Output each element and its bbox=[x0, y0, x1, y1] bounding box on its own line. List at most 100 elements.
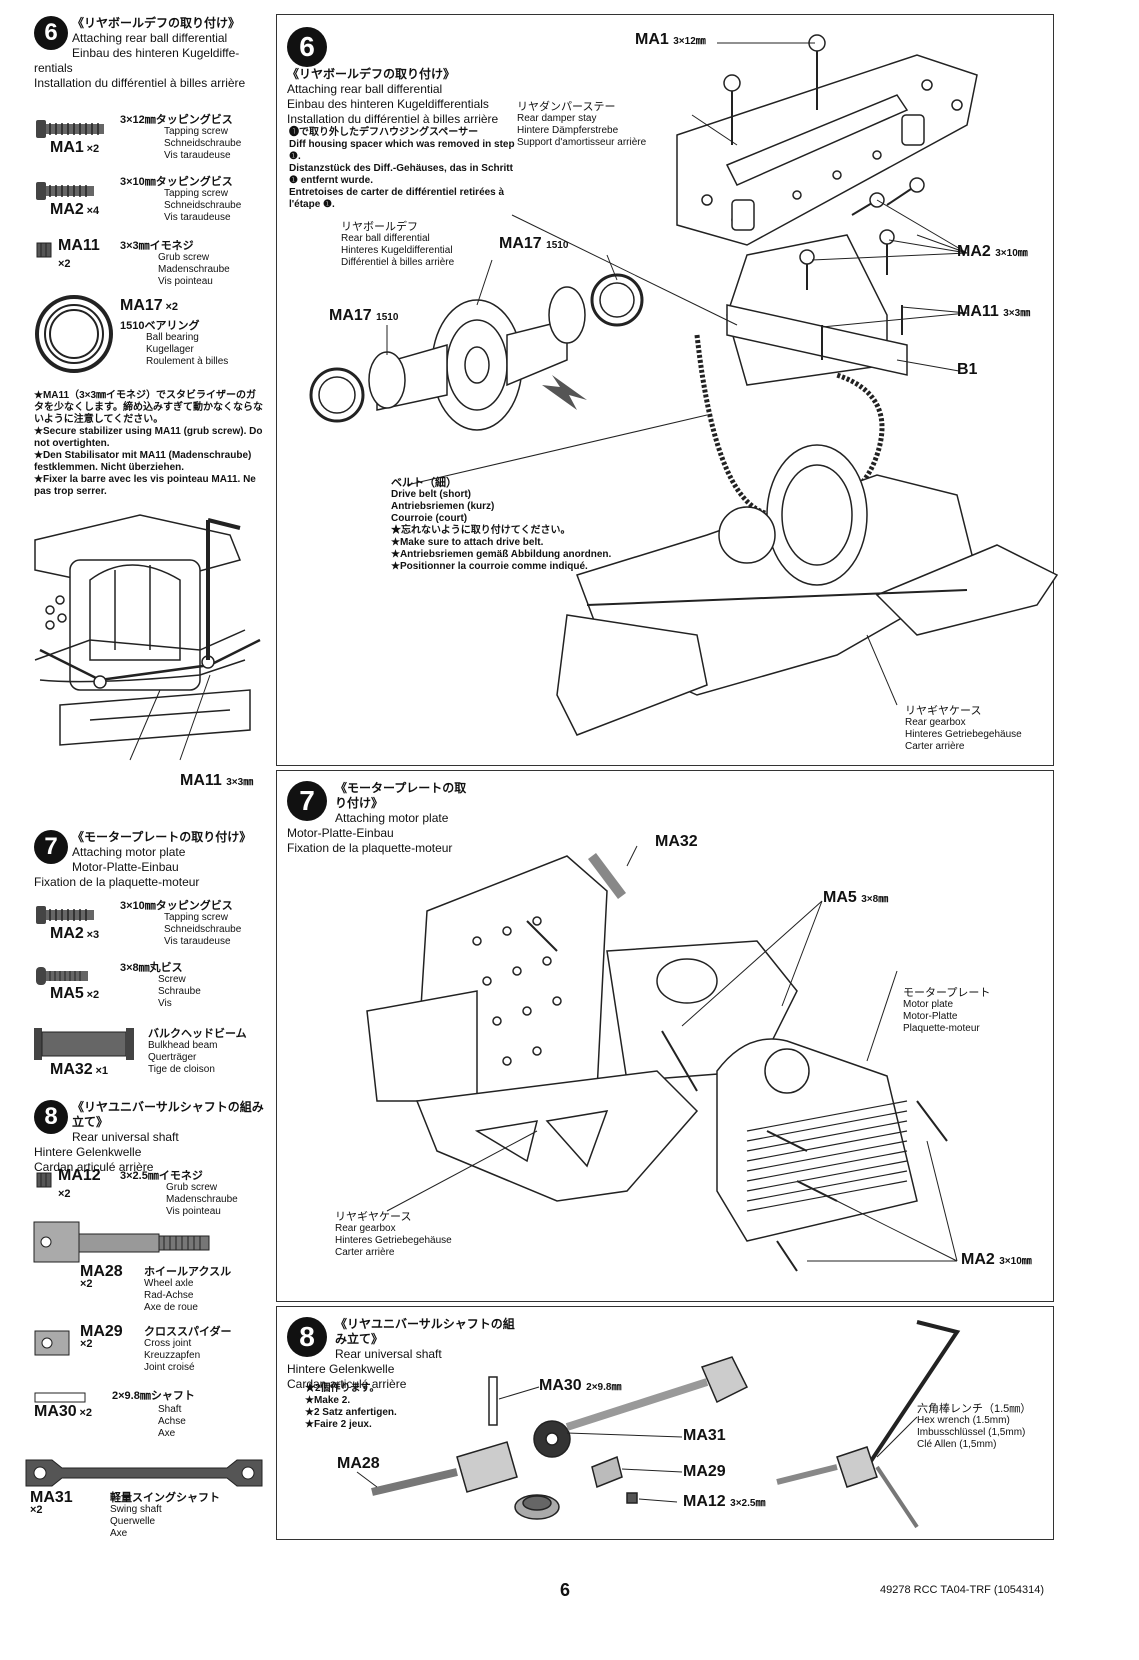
label-de: Hintere Dämpferstrebe bbox=[517, 125, 619, 136]
callout-code: MA11 bbox=[180, 772, 222, 789]
part-de: Madenschraube bbox=[158, 264, 230, 275]
step-title-fr: Cardan articulé arrière bbox=[287, 1377, 407, 1391]
diff-label: リヤボールデフ Rear ball differential Hinteres … bbox=[341, 221, 454, 269]
part-fr: Roulement à billes bbox=[146, 356, 229, 367]
hex-wrench-label: 六角棒レンチ（1.5㎜） Hex wrench (1.5mm) Imbussch… bbox=[917, 1403, 1031, 1451]
ma32-callout: MA32 bbox=[655, 833, 698, 851]
note-en: Diff housing spacer which was removed in… bbox=[289, 139, 515, 162]
part-qty: ×2 bbox=[79, 1407, 93, 1419]
part-qty: ×2 bbox=[80, 1278, 93, 1290]
part-code: MA2 bbox=[50, 925, 84, 942]
ma12-callout: MA12 3×2.5㎜ bbox=[683, 1493, 765, 1511]
part-fr: Joint croisé bbox=[144, 1362, 195, 1373]
part-code: MA17 bbox=[120, 297, 163, 314]
label-fr: Carter arrière bbox=[905, 741, 965, 752]
callout-size: 3×10㎜ bbox=[995, 248, 1028, 259]
part-en: Wheel axle bbox=[144, 1278, 194, 1289]
drive-belt-label: ベルト（細） Drive belt (short) Antriebsriemen… bbox=[391, 477, 611, 573]
part-qty: ×2 bbox=[86, 989, 100, 1001]
step8-illustration bbox=[356, 1320, 961, 1529]
left-step8-header: 8 《リヤユニバーサルシャフトの組み立て》 Rear universal sha… bbox=[34, 1100, 274, 1175]
part-jp: 3×2.5㎜イモネジ bbox=[120, 1170, 203, 1182]
part-jp: ホイールアクスル bbox=[144, 1266, 232, 1278]
part-qty: ×1 bbox=[95, 1065, 109, 1077]
label-jp: リヤギヤケース bbox=[335, 1211, 412, 1223]
callout-size: 1510 bbox=[376, 312, 399, 323]
step-title-fr: Fixation de la plaquette-moteur bbox=[287, 841, 453, 855]
part-code: MA28 bbox=[80, 1263, 123, 1280]
step-number-badge: 6 bbox=[34, 16, 68, 50]
ma1-callout: MA1 3×12㎜ bbox=[635, 31, 706, 49]
note-en: ★Secure stabilizer using MA11 (grub scre… bbox=[34, 426, 263, 449]
spacer-note: ❶で取り外したデフハウジングスペーサー Diff housing spacer … bbox=[289, 127, 519, 211]
callout-size: 3×8㎜ bbox=[861, 894, 889, 905]
note-en: ★Make 2. bbox=[305, 1395, 351, 1406]
step-title-jp: 《リヤボールデフの取り付け》 bbox=[72, 16, 241, 30]
label-fr: Carter arrière bbox=[335, 1247, 395, 1258]
wheel-axle-icon bbox=[33, 1221, 210, 1263]
part-de: Schneidschraube bbox=[164, 924, 242, 935]
label-jp: モータープレート bbox=[903, 987, 991, 999]
damper-stay-label: リヤダンパーステー Rear damper stay Hintere Dämpf… bbox=[517, 101, 646, 149]
label-jp: リヤダンパーステー bbox=[517, 101, 616, 113]
kit-code: 49278 RCC TA04-TRF (1054314) bbox=[880, 1584, 1045, 1596]
step-title-en: Attaching motor plate bbox=[72, 845, 186, 859]
callout-code: MA11 bbox=[957, 303, 999, 320]
step7-header: 7 《モータープレートの取り付け》 Attaching motor plate … bbox=[287, 781, 466, 856]
callout-size: 3×2.5㎜ bbox=[730, 1498, 766, 1509]
step-number-badge: 6 bbox=[287, 27, 327, 67]
label-fr: Plaquette-moteur bbox=[903, 1023, 980, 1034]
part-en: Tapping screw bbox=[164, 912, 228, 923]
part-en: Shaft bbox=[158, 1404, 182, 1415]
part-fr: Vis taraudeuse bbox=[164, 936, 231, 947]
part-jp: 2×9.8㎜シャフト bbox=[112, 1390, 195, 1402]
ma17-callout-left: MA17 1510 bbox=[329, 307, 398, 325]
label-note-en: ★Make sure to attach drive belt. bbox=[391, 537, 544, 548]
note-de: ★Den Stabilisator mit MA11 (Madenschraub… bbox=[34, 450, 252, 473]
label-jp: ベルト（細） bbox=[391, 477, 457, 489]
bearing-icon bbox=[35, 295, 113, 373]
part-de: Querträger bbox=[148, 1052, 197, 1063]
step-title-fr: Cardan articulé arrière bbox=[34, 1160, 154, 1174]
swing-shaft-icon bbox=[25, 1459, 263, 1487]
label-jp: リヤボールデフ bbox=[341, 221, 418, 233]
stabilizer-note: ★MA11（3×3㎜イモネジ）でスタビライザーのガタを少なくします。締め込みすぎ… bbox=[34, 390, 264, 498]
step-title-de: Motor-Platte-Einbau bbox=[287, 826, 394, 840]
screw-icon bbox=[36, 182, 94, 200]
part-fr: Vis pointeau bbox=[166, 1206, 221, 1217]
part-de: Schneidschraube bbox=[164, 138, 242, 149]
part-fr: Vis pointeau bbox=[158, 276, 213, 287]
label-jp: リヤギヤケース bbox=[905, 705, 982, 717]
part-en: Tapping screw bbox=[164, 126, 228, 137]
step-number-badge: 7 bbox=[287, 781, 327, 821]
screw-icon bbox=[36, 906, 94, 924]
step-title-en: Attaching rear ball differential bbox=[72, 31, 228, 45]
step-title-de: Einbau des hinteren Kugeldiffe-rentials bbox=[34, 46, 240, 75]
part-en: Bulkhead beam bbox=[148, 1040, 218, 1051]
part-qty: ×2 bbox=[80, 1338, 93, 1350]
left-step7-header: 7 《モータープレートの取り付け》 Attaching motor plate … bbox=[34, 830, 274, 890]
rear-gearbox-label: リヤギヤケース Rear gearbox Hinteres Getriebege… bbox=[335, 1211, 452, 1259]
step-title-jp: 《モータープレートの取り付け》 bbox=[335, 781, 467, 810]
callout-size: 3×3㎜ bbox=[226, 777, 254, 788]
step8-header: 8 《リヤユニバーサルシャフトの組み立て》 Rear universal sha… bbox=[287, 1317, 515, 1392]
step-title-jp: 《リヤボールデフの取り付け》 bbox=[287, 67, 456, 81]
part-fr: Axe de roue bbox=[144, 1302, 198, 1313]
label-fr: Clé Allen (1,5mm) bbox=[917, 1439, 997, 1450]
note-fr: Entretoises de carter de différentiel re… bbox=[289, 187, 505, 210]
part-code: MA32 bbox=[50, 1061, 93, 1078]
label-note-fr: ★Positionner la courroie comme indiqué. bbox=[391, 561, 588, 572]
part-de: Kreuzzapfen bbox=[144, 1350, 201, 1361]
step-title-de: Hintere Gelenkwelle bbox=[34, 1145, 142, 1159]
note-fr: ★Faire 2 jeux. bbox=[305, 1419, 372, 1430]
part-de: Rad-Achse bbox=[144, 1290, 194, 1301]
part-en: Tapping screw bbox=[164, 188, 228, 199]
part-en: Swing shaft bbox=[110, 1504, 162, 1515]
label-en: Rear damper stay bbox=[517, 113, 597, 124]
step8-panel: 8 《リヤユニバーサルシャフトの組み立て》 Rear universal sha… bbox=[276, 1306, 1054, 1540]
part-jp: バルクヘッドビーム bbox=[148, 1028, 247, 1040]
step-title-en: Attaching motor plate bbox=[335, 811, 449, 825]
